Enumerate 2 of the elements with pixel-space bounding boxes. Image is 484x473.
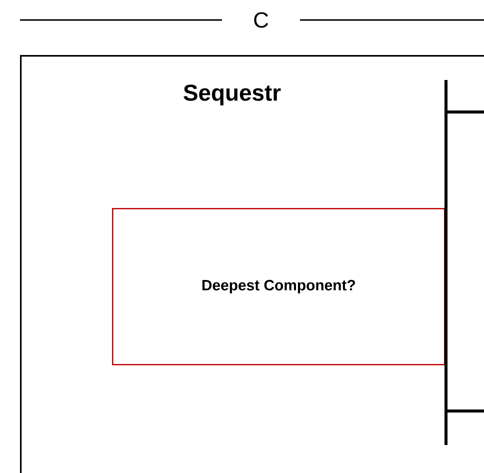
section-label: C — [254, 12, 268, 28]
component-box: Deepest Component? — [112, 208, 446, 366]
